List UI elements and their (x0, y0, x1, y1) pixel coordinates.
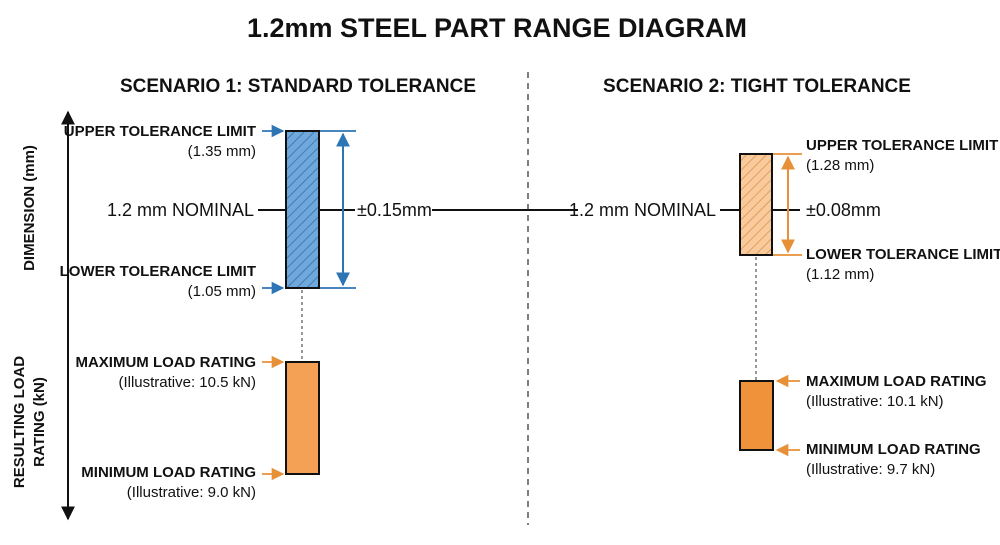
scenario2-min-load-value: (Illustrative: 9.7 kN) (806, 461, 935, 478)
scenario2-max-load-value: (Illustrative: 10.1 kN) (806, 393, 944, 410)
scenario1-lower-limit-value: (1.05 mm) (188, 283, 256, 300)
scenario1-lower-limit-label: LOWER TOLERANCE LIMIT (60, 263, 256, 280)
scenario2-upper-limit-value: (1.28 mm) (806, 157, 874, 174)
scenario2-heading: SCENARIO 2: TIGHT TOLERANCE (603, 76, 911, 97)
scenario1-min-load-label: MINIMUM LOAD RATING (81, 464, 256, 481)
scenario1-upper-limit-label: UPPER TOLERANCE LIMIT (64, 123, 256, 140)
scenario1-dimension-bar (285, 130, 320, 289)
scenario1-nominal-label: 1.2 mm NOMINAL (107, 200, 254, 220)
scenario2-upper-limit-label: UPPER TOLERANCE LIMIT (806, 137, 998, 154)
scenario1-max-load-value: (Illustrative: 10.5 kN) (118, 374, 256, 391)
scenario2-tolerance-value: ±0.08mm (806, 200, 881, 220)
load-axis-label-line1: RESULTING LOAD (11, 356, 28, 488)
scenario1-max-load-label: MAXIMUM LOAD RATING (75, 354, 256, 371)
scenario2-lower-limit-label: LOWER TOLERANCE LIMIT (806, 246, 1000, 263)
scenario1-min-load-value: (Illustrative: 9.0 kN) (127, 484, 256, 501)
scenario2-max-load-label: MAXIMUM LOAD RATING (806, 373, 987, 390)
scenario1-tolerance-value: ±0.15mm (357, 200, 432, 220)
scenario1-upper-limit-value: (1.35 mm) (188, 143, 256, 160)
scenario1-load-bar (285, 361, 320, 475)
diagram-title: 1.2mm STEEL PART RANGE DIAGRAM (247, 13, 747, 43)
scenario2-dimension-bar (739, 153, 773, 256)
scenario2-min-load-label: MINIMUM LOAD RATING (806, 441, 981, 458)
dimension-axis-label: DIMENSION (mm) (21, 145, 38, 271)
load-axis-label-line2: RATING (kN) (31, 377, 48, 467)
scenario2-load-bar (739, 380, 774, 451)
scenario2-nominal-label: 1.2 mm NOMINAL (569, 200, 716, 220)
scenario1-heading: SCENARIO 1: STANDARD TOLERANCE (120, 76, 476, 97)
scenario2-lower-limit-value: (1.12 mm) (806, 266, 874, 283)
